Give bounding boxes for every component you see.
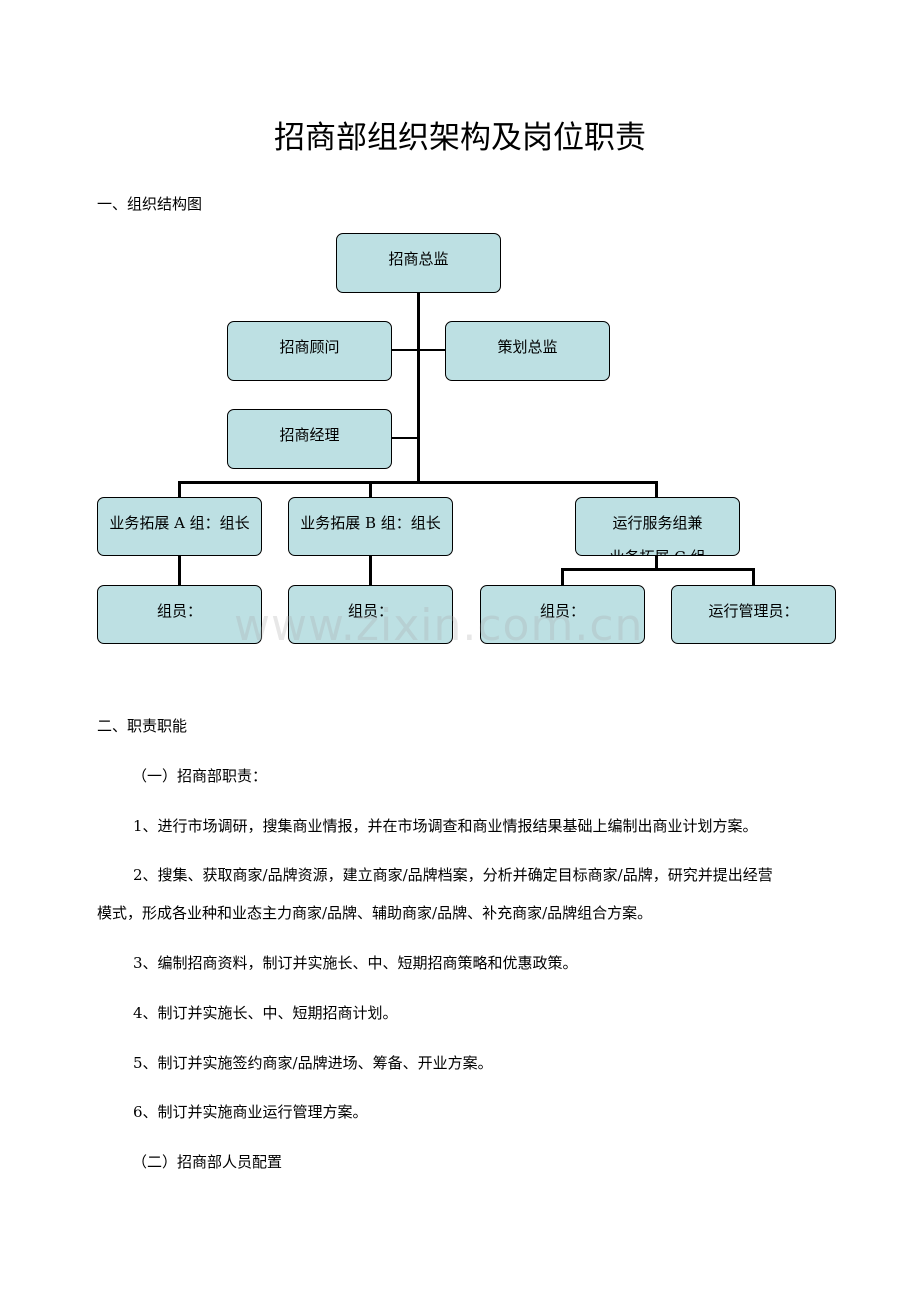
connector-ops-team: [655, 481, 658, 498]
org-box-director: 招商总监: [336, 233, 501, 293]
connector-ops-member: [561, 568, 564, 586]
org-box-team-b-lead: 业务拓展 B 组：组长: [288, 497, 453, 556]
org-box-consultant: 招商顾问: [227, 321, 392, 381]
page-title: 招商部组织架构及岗位职责: [274, 120, 646, 156]
org-box-ops-member: 组员：: [480, 585, 645, 644]
duty-item: 5、制订并实施签约商家/品牌进场、筹备、开业方案。: [133, 1054, 493, 1072]
connector-teams: [178, 481, 658, 484]
org-box-planning-director: 策划总监: [445, 321, 610, 381]
subsection-heading-responsibilities: （一）招商部职责：: [132, 767, 268, 785]
section-heading-org-chart: 一、组织结构图: [97, 195, 203, 213]
org-box-team-b-lead-label: 业务拓展 B 组：组长: [300, 514, 441, 532]
org-box-team-a-member: 组员：: [97, 585, 262, 644]
org-box-planning-director-label: 策划总监: [497, 338, 558, 356]
duty-item: 6、制订并实施商业运行管理方案。: [133, 1103, 368, 1121]
connector-team-a: [178, 481, 181, 498]
connector-manager: [391, 437, 419, 439]
org-box-ops-member-label: 组员：: [539, 602, 585, 620]
org-box-consultant-label: 招商顾问: [279, 338, 340, 356]
org-box-ops-admin: 运行管理员：: [671, 585, 836, 644]
org-box-team-b-member: 组员：: [288, 585, 453, 644]
org-box-ops-admin-label: 运行管理员：: [708, 602, 799, 620]
connector-ops-split: [561, 568, 755, 571]
org-box-manager-label: 招商经理: [279, 426, 340, 444]
section-heading-duties: 二、职责职能: [97, 717, 188, 735]
duty-item-continuation: 模式，形成各业种和业态主力商家/品牌、辅助商家/品牌、补充商家/品牌组合方案。: [97, 904, 653, 922]
org-box-ops-team: 运行服务组兼 业务拓展 C 组: [575, 497, 740, 556]
subsection-heading-staffing: （二）招商部人员配置: [132, 1153, 283, 1171]
connector-ops-admin: [752, 568, 755, 586]
org-box-manager: 招商经理: [227, 409, 392, 469]
watermark: www.zixin.com.cn: [234, 600, 644, 651]
duty-item: 4、制订并实施长、中、短期招商计划。: [133, 1004, 398, 1022]
org-box-team-a-lead-label: 业务拓展 A 组：组长: [109, 514, 250, 532]
connector-team-b-member: [369, 555, 372, 586]
connector-trunk: [417, 291, 420, 484]
org-box-team-b-member-label: 组员：: [347, 602, 393, 620]
org-box-director-label: 招商总监: [388, 250, 449, 268]
connector-advisors: [391, 349, 446, 351]
org-box-team-a-lead: 业务拓展 A 组：组长: [97, 497, 262, 556]
org-box-ops-team-label: 运行服务组兼: [612, 514, 703, 532]
connector-team-b: [369, 481, 372, 498]
org-box-team-a-member-label: 组员：: [156, 602, 202, 620]
connector-team-a-member: [178, 555, 181, 586]
duty-item: 3、编制招商资料，制订并实施长、中、短期招商策略和优惠政策。: [133, 954, 578, 972]
org-box-ops-team-label-line2: 业务拓展 C 组: [576, 546, 739, 555]
duty-item: 2、搜集、获取商家/品牌资源，建立商家/品牌档案，分析并确定目标商家/品牌，研究…: [133, 866, 773, 884]
duty-item: 1、进行市场调研，搜集商业情报，并在市场调查和商业情报结果基础上编制出商业计划方…: [133, 817, 758, 835]
connector-ops-down: [655, 555, 658, 569]
